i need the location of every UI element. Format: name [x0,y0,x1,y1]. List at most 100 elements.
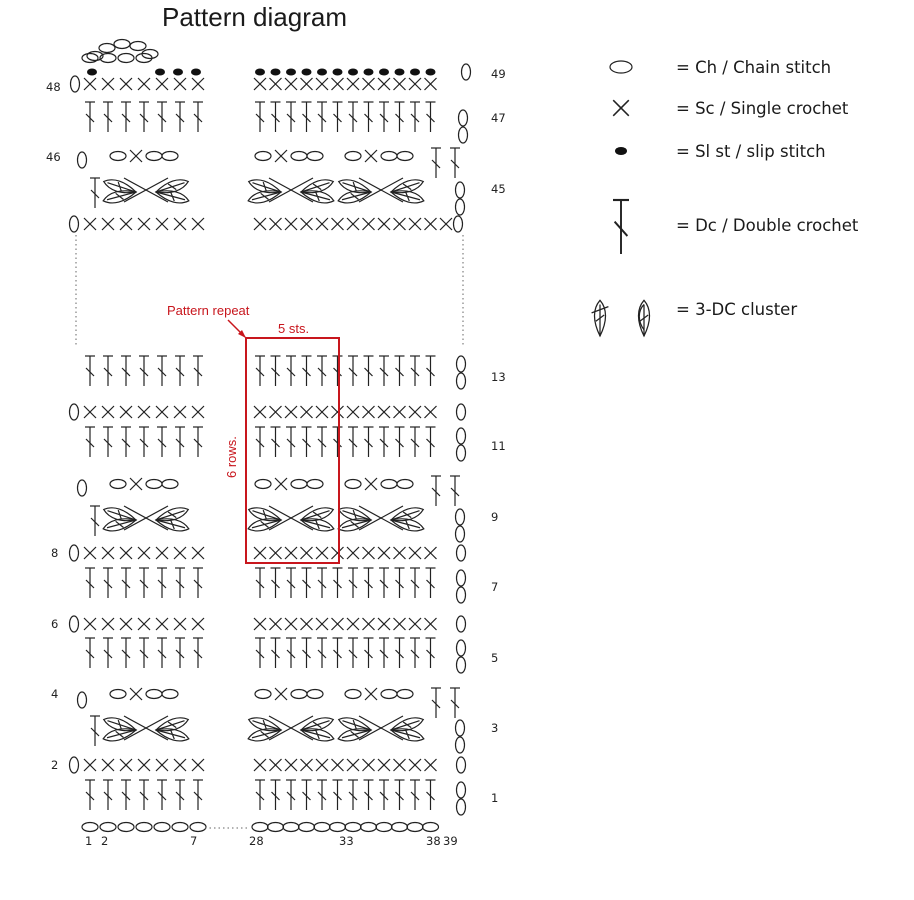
single-crochet-stitch [119,758,133,772]
single-crochet-stitch [330,77,345,91]
chain-stitch [455,372,467,390]
chain-stitch [454,508,466,526]
single-crochet-stitch [408,617,422,631]
single-crochet-stitch [392,217,407,231]
single-crochet-stitch [299,217,314,231]
single-crochet-stitch [253,546,267,560]
chain-stitch [135,821,153,833]
double-crochet-stitch [424,567,437,599]
slip-stitch [348,68,358,76]
double-crochet-stitch [378,637,390,669]
single-crochet-stitch [83,217,97,231]
double-crochet-stitch [393,567,406,599]
single-crochet-stitch [173,77,187,91]
single-crochet-stitch [423,617,438,631]
double-crochet-stitch [102,426,114,458]
chain-stitch [455,756,467,774]
slip-stitch [332,68,343,76]
single-crochet-stitch [173,758,187,772]
chain-stitch [266,821,285,833]
chain-stitch [68,544,80,562]
double-crochet-stitch [192,355,204,387]
single-crochet-stitch [439,217,453,231]
slip-stitch [410,68,420,76]
double-crochet-stitch [378,355,390,387]
chain-stitch [455,427,467,445]
single-crochet-stitch [173,546,187,560]
flower-motif-row [247,478,335,534]
single-crochet-stitch [253,758,267,772]
double-crochet-stitch [331,355,344,387]
right-stitch-column [247,63,472,833]
single-crochet-stitch [284,77,298,91]
double-crochet-stitch [174,637,186,669]
chain-stitch [328,821,347,833]
double-crochet-stitch [156,567,168,599]
double-crochet-stitch [300,355,313,387]
double-crochet-stitch [393,101,406,133]
double-crochet-stitch [316,426,328,458]
chain-stitch [454,181,466,199]
single-crochet-stitch [284,405,298,419]
single-crochet-stitch [83,758,97,772]
double-crochet-stitch [430,475,442,507]
double-crochet-stitch [89,715,101,747]
chain-stitch [99,821,117,833]
single-crochet-stitch [408,77,422,91]
row-number: 5 [491,651,498,665]
double-crochet-stitch [174,567,186,599]
double-crochet-symbol-icon [611,198,631,256]
double-crochet-stitch [102,637,114,669]
double-crochet-stitch [362,779,375,811]
slip-stitch [379,68,389,76]
stitch-number: 1 [85,834,92,848]
chain-stitch [68,403,80,421]
single-crochet-stitch [83,546,97,560]
single-crochet-stitch [346,617,360,631]
single-crochet-stitch [137,217,151,231]
flower-motif-row [102,688,190,744]
single-crochet-stitch [268,758,283,772]
single-crochet-stitch [330,546,345,560]
double-crochet-stitch [300,779,313,811]
single-crochet-stitch [191,546,205,560]
single-crochet-stitch [330,405,345,419]
chain-stitch [81,52,99,64]
single-crochet-stitch [377,617,391,631]
single-crochet-stitch [284,758,298,772]
double-crochet-stitch [102,567,114,599]
double-crochet-stitch [331,101,344,133]
chain-stitch [297,821,316,833]
slip-stitch [286,68,296,76]
row-number: 9 [491,510,498,524]
double-crochet-stitch [192,101,204,133]
double-crochet-stitch [89,177,101,209]
double-crochet-stitch [331,637,344,669]
double-crochet-stitch [84,101,96,133]
chain-stitch [452,215,464,233]
single-crochet-stitch [173,217,187,231]
double-crochet-stitch [300,101,313,133]
single-crochet-stitch [173,617,187,631]
double-crochet-stitch [120,779,132,811]
cluster-symbol-icon [591,299,609,337]
single-crochet-stitch [315,617,329,631]
row-number: 1 [491,791,498,805]
single-crochet-stitch [346,758,360,772]
double-crochet-stitch [378,101,390,133]
chain-stitch [117,52,135,64]
double-crochet-stitch [347,637,359,669]
left-stitch-column [68,38,207,833]
chain-stitch [455,586,467,604]
row-number: 11 [491,439,506,453]
double-crochet-stitch [362,426,375,458]
row-number: 3 [491,721,498,735]
double-crochet-stitch [174,355,186,387]
single-crochet-stitch [423,758,438,772]
single-crochet-stitch [346,405,360,419]
single-crochet-stitch [361,77,376,91]
double-crochet-stitch [254,426,266,458]
chain-stitch [421,821,440,833]
stitch-number: 28 [249,834,264,848]
double-crochet-stitch [430,687,442,719]
